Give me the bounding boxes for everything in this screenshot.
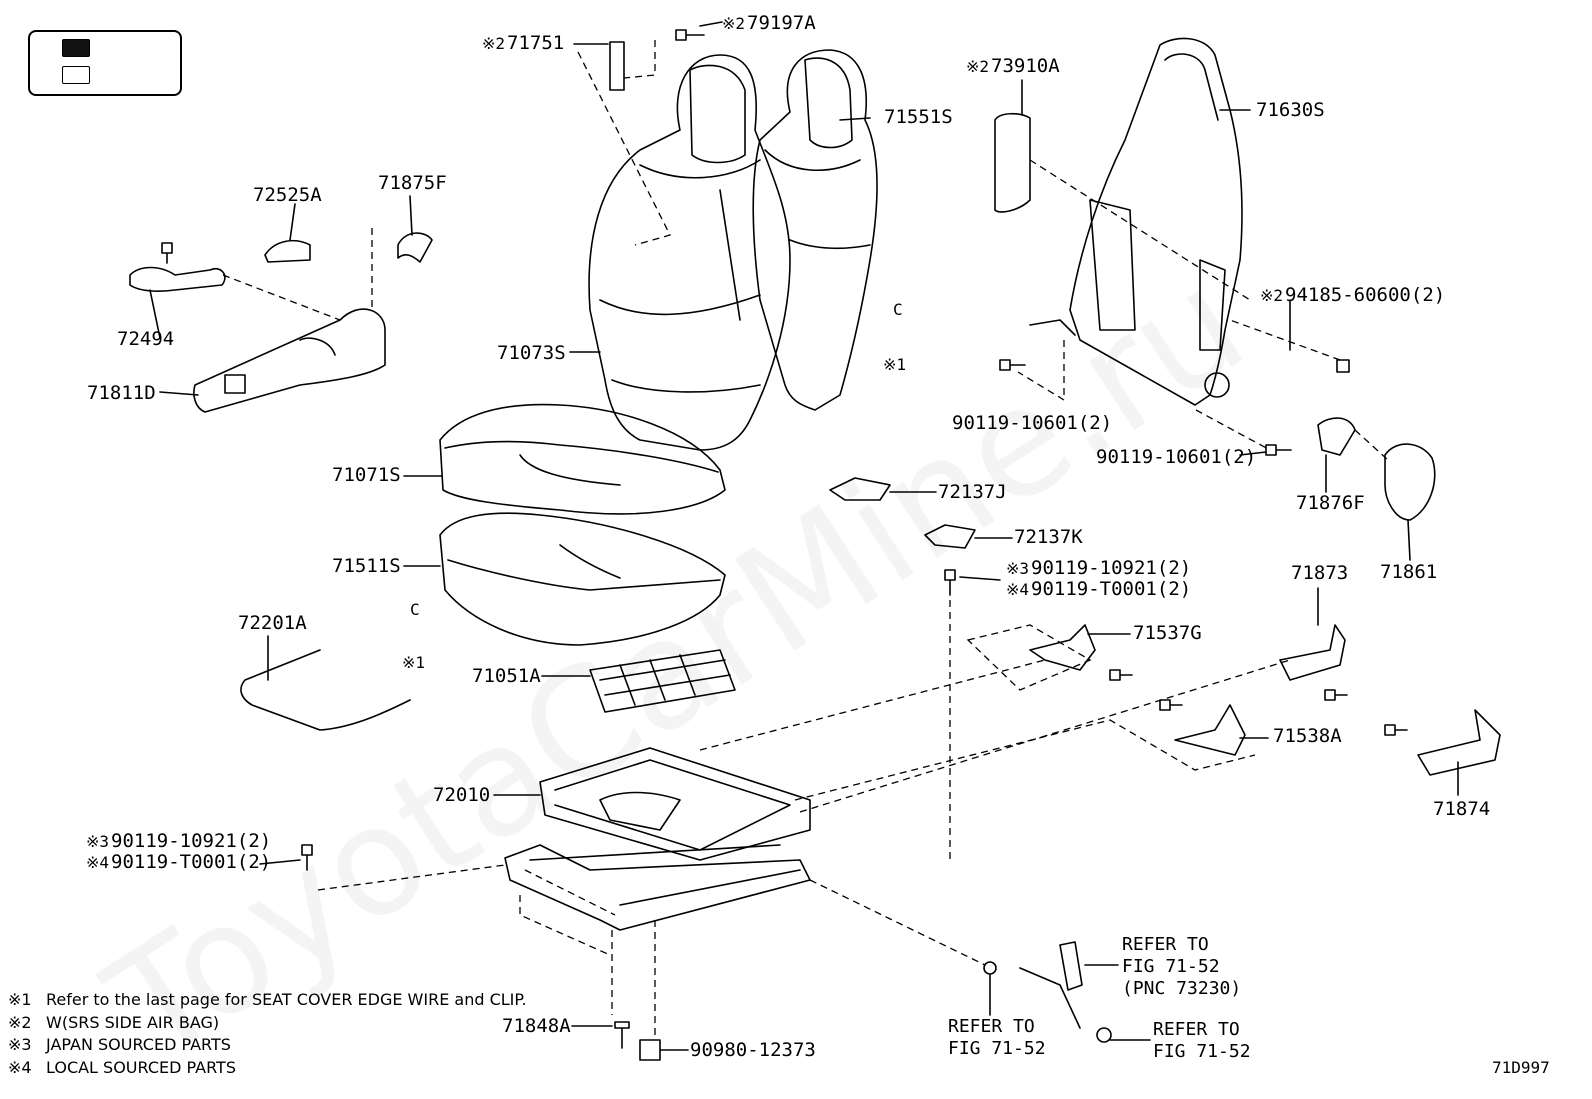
side-airbag	[994, 112, 1031, 213]
label-71551S: 71551S	[884, 106, 953, 128]
clip-marker-lower: C	[410, 600, 420, 619]
seat-frame	[539, 747, 811, 861]
legend-outline-swatch	[62, 66, 90, 84]
refer-line: REFER TO	[948, 1016, 1035, 1037]
bracket-72137K	[924, 524, 976, 549]
bracket-71537G	[1029, 624, 1096, 671]
bracket-72137J	[829, 477, 891, 501]
bracket-71538A	[1174, 704, 1246, 756]
legend-box	[28, 30, 182, 96]
label-71873: 71873	[1291, 562, 1349, 584]
label-90119-10601-lower: 90119-10601(2)	[1096, 446, 1257, 468]
label-72525A: 72525A	[253, 184, 322, 206]
refer-line: REFER TO	[1122, 934, 1209, 955]
refer-line: (PNC 73230)	[1122, 978, 1242, 999]
refer-fig-71-52-right[interactable]: REFER TO FIG 71-52	[1153, 1019, 1251, 1063]
label-72201A: 72201A	[238, 612, 307, 634]
lever-knob	[264, 239, 311, 263]
label-90980-12373: 90980-12373	[690, 1039, 816, 1061]
edge-wire	[240, 649, 411, 731]
label-71861: 71861	[1380, 561, 1438, 583]
label-71511S: 71511S	[332, 555, 401, 577]
cushion-pad	[439, 512, 726, 646]
label-71811D: 71811D	[87, 382, 156, 404]
refer-line: FIG 71-52	[1122, 956, 1220, 977]
seat-belt-buckle	[1019, 941, 1083, 1029]
hinge-cover-outer	[1317, 417, 1356, 456]
dashed-guides	[222, 40, 1389, 1035]
refer-line: FIG 71-52	[1153, 1041, 1251, 1062]
bracket-71873	[1279, 624, 1346, 681]
side-shield	[193, 308, 386, 413]
refer-line: REFER TO	[1153, 1019, 1240, 1040]
refer-fig-71-52-pnc[interactable]: REFER TO FIG 71-52 (PNC 73230)	[1122, 934, 1241, 1000]
label-71848A: 71848A	[502, 1015, 571, 1037]
label-72494: 72494	[117, 328, 175, 350]
refer-fig-71-52-left[interactable]: REFER TO FIG 71-52	[948, 1016, 1046, 1060]
bolts	[161, 29, 1408, 1061]
label-72010: 72010	[433, 784, 491, 806]
recliner-cover	[1384, 443, 1436, 521]
seatback-cover-rear	[752, 49, 878, 411]
legend-filled-swatch	[62, 39, 90, 57]
recliner-lever	[129, 266, 226, 292]
label-71537G: 71537G	[1133, 622, 1202, 644]
label-72137J: 72137J	[938, 481, 1007, 503]
label-90119-10601-upper: 90119-10601(2)	[952, 412, 1113, 434]
label-71874: 71874	[1433, 798, 1491, 820]
label-71051A: 71051A	[472, 665, 541, 687]
label-71073S: 71073S	[497, 342, 566, 364]
leader-lines	[149, 21, 1459, 1051]
label-71538A: 71538A	[1273, 725, 1342, 747]
label-71875F: 71875F	[378, 172, 447, 194]
clip-marker-upper: C	[893, 300, 903, 319]
label-71630S: 71630S	[1256, 99, 1325, 121]
label-71071S: 71071S	[332, 464, 401, 486]
label-71876F: 71876F	[1296, 492, 1365, 514]
hinge-cover-inner	[397, 232, 433, 263]
note-marker-upper: ※1	[883, 355, 907, 374]
seatback-frame	[1069, 37, 1243, 406]
label-72137K: 72137K	[1014, 526, 1083, 548]
bracket-71874	[1417, 709, 1501, 776]
spring-mat	[589, 649, 736, 713]
note-marker-lower: ※1	[402, 653, 426, 672]
cushion-cover	[439, 403, 726, 515]
figure-code: 71D997	[1492, 1058, 1550, 1077]
refer-line: FIG 71-52	[948, 1038, 1046, 1059]
seatback-cover-front	[588, 54, 791, 451]
